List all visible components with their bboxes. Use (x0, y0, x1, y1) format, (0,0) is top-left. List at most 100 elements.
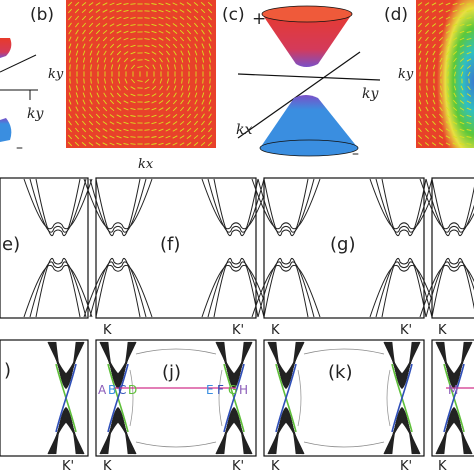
spin-arrow (68, 22, 72, 28)
band-curve (201, 178, 271, 230)
band-curve (419, 178, 474, 230)
spin-arrow (179, 142, 185, 146)
spin-arrow (116, 142, 122, 146)
spin-arrow (452, 135, 458, 139)
spin-arrow (439, 43, 443, 49)
spin-arrow (438, 2, 444, 6)
edge-state-blue (275, 363, 297, 433)
spin-arrow (445, 23, 451, 27)
spin-arrow (102, 36, 108, 42)
spin-arrow (459, 2, 465, 6)
spin-arrow (89, 43, 93, 49)
spin-arrow (186, 15, 192, 21)
spin-arrow (165, 107, 171, 111)
spin-arrow (186, 127, 192, 133)
spin-arrow (193, 134, 199, 140)
spin-arrow (116, 2, 122, 6)
connecting-band (297, 369, 302, 427)
spin-arrow (144, 78, 150, 84)
connecting-band (129, 369, 134, 427)
spin-arrow (208, 29, 212, 35)
spin-arrow (116, 128, 122, 132)
panel-k-kp-label: K' (400, 459, 412, 474)
spin-arrow (88, 120, 94, 126)
spin-arrow (74, 1, 80, 7)
spin-arrow (158, 44, 164, 48)
spin-arrow (193, 127, 199, 133)
spin-arrow (459, 9, 465, 13)
spin-arrow (460, 64, 464, 70)
spin-arrow (195, 64, 197, 70)
spin-arrow (179, 120, 185, 126)
spin-arrow (467, 71, 471, 77)
spin-arrow (130, 136, 136, 138)
spin-arrow (431, 135, 437, 139)
spin-arrow (109, 30, 115, 34)
spin-arrow (431, 16, 437, 20)
spin-arrow (68, 50, 72, 56)
spin-arrow (74, 15, 80, 21)
spin-arrow (466, 31, 472, 33)
spin-arrow (201, 113, 205, 119)
dense-band (391, 341, 413, 389)
spin-arrow (144, 17, 150, 19)
spin-arrow (116, 30, 122, 34)
band-curve (381, 178, 427, 237)
spin-arrow (460, 92, 464, 98)
spin-arrow (424, 22, 430, 28)
spin-arrow (433, 85, 435, 91)
connecting-band (303, 441, 385, 448)
spin-arrow (452, 9, 458, 13)
spin-arrow (88, 29, 94, 35)
spin-arrow (194, 36, 198, 42)
crossing-letter: G (228, 383, 237, 397)
dense-band (107, 407, 129, 455)
spin-arrow (96, 92, 100, 98)
spin-arrow (75, 50, 79, 56)
spin-arrow (165, 30, 171, 34)
spin-arrow (172, 30, 178, 34)
spin-arrow (102, 16, 108, 20)
spin-arrow (165, 23, 171, 27)
spin-arrow (130, 44, 136, 48)
spin-arrow (104, 64, 106, 70)
spin-arrow (96, 36, 100, 42)
panel-c-ky-label: ky (362, 86, 379, 102)
spin-arrow (201, 57, 205, 63)
panel-a-minus-sign: – (16, 140, 23, 156)
spin-arrow (453, 92, 457, 98)
spin-arrow (173, 50, 177, 56)
spin-arrow (445, 16, 451, 20)
spin-arrow (102, 29, 108, 35)
spin-arrow (186, 22, 192, 28)
spin-arrow (159, 78, 163, 84)
spin-arrow (68, 120, 72, 126)
spin-arrow (453, 64, 457, 70)
spin-arrow (438, 135, 444, 139)
spin-arrow (151, 37, 157, 41)
spin-arrow (151, 93, 157, 97)
spin-arrow (76, 78, 78, 84)
spin-arrow (166, 78, 170, 84)
spin-arrow (124, 78, 128, 84)
spin-arrow (151, 16, 157, 20)
spin-arrow (452, 121, 458, 125)
spin-arrow (151, 3, 157, 5)
spin-arrow (417, 9, 423, 13)
spin-arrow (186, 142, 192, 146)
spin-arrow (466, 37, 472, 41)
spin-arrow (200, 15, 206, 21)
spin-arrow (151, 51, 157, 55)
spin-arrow (110, 78, 114, 84)
panel-c-kx-label: kx (236, 122, 252, 138)
panel-e-bands (23, 178, 93, 318)
band-curve (263, 178, 309, 237)
spin-arrow (130, 78, 136, 84)
spin-arrow (208, 22, 212, 28)
spin-arrow (459, 142, 465, 146)
panel-h-frame (431, 177, 474, 319)
spin-arrow (200, 1, 206, 7)
spin-arrow (116, 9, 122, 13)
spin-arrow (117, 78, 121, 84)
band-curve (251, 264, 321, 318)
